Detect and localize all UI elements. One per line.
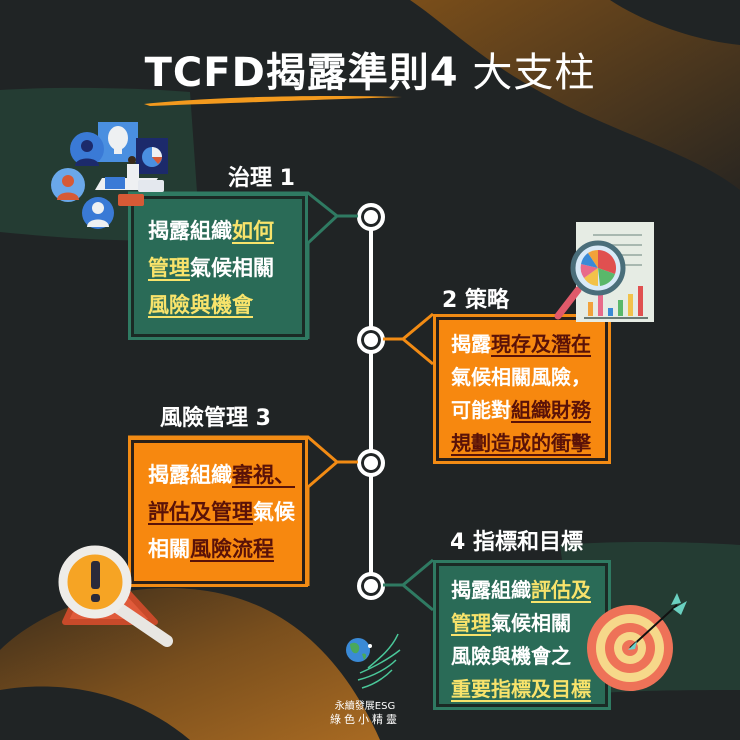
highlight-segment: 規劃造成的衝擊 [451,431,591,455]
highlight-segment: 評估及 [531,578,591,602]
page-title: TCFD揭露準則4 大支柱 [0,40,740,98]
text-segment: 揭露組織 [451,578,531,602]
timeline-node-4 [357,572,385,600]
pillar-2-line-1: 揭露現存及潛在 [451,328,593,361]
esg-logo-icon [346,633,401,689]
highlight-segment: 管理 [148,256,190,280]
pillar-2-line-3: 可能對組織財務 [451,394,593,427]
report-magnifier-icon [554,222,654,322]
title-light: 大支柱 [458,50,596,96]
text-segment: 揭露 [451,332,491,356]
highlight-segment: 如何 [232,219,274,243]
pillar-4-line-3: 風險與機會之 [451,640,593,673]
pillar-2-box: 揭露現存及潛在 氣候相關風險， 可能對組織財務 規劃造成的衝擊 [433,314,611,464]
text-segment: 可能對 [451,398,511,422]
pillar-3-line-1: 揭露組織審視、 [148,457,295,494]
text-segment: 氣候相關風險， [451,365,591,389]
highlight-segment: 重要指標及目標 [451,677,591,701]
pillar-3-label: 風險管理 3 [160,406,271,431]
governance-people-icon [51,122,168,229]
text-segment: 揭露組織 [148,219,232,243]
title-bold: TCFD揭露準則4 [144,50,459,96]
pillar-4-line-2: 管理氣候相關 [451,607,593,640]
pillar-4-box: 揭露組織評估及 管理氣候相關 風險與機會之 重要指標及目標 [433,560,611,710]
highlight-segment: 評估及管理 [148,500,253,524]
pillar-1-line-3: 風險與機會 [148,287,288,324]
pillar-3-box: 揭露組織審視、 評估及管理氣候 相關風險流程 [128,437,308,587]
highlight-segment: 組織財務 [511,398,591,422]
pillar-1-box: 揭露組織如何 管理氣候相關 風險與機會 [128,193,308,340]
pillar-4-line-4: 重要指標及目標 [451,673,593,706]
timeline-line [369,215,373,587]
warning-magnifier-icon [58,545,173,647]
highlight-segment: 風險流程 [190,537,274,561]
text-segment: 氣候相關 [190,256,274,280]
brush-underline-decoration [144,95,402,106]
text-segment: 風險與機會之 [451,644,571,668]
highlight-segment: 管理 [451,611,491,635]
text-segment: 氣候相關 [491,611,571,635]
text-segment: 氣候 [253,500,295,524]
pillar-2-line-4: 規劃造成的衝擊 [451,427,593,460]
target-arrow-icon [587,593,687,691]
pillar-4-label: 4 指標和目標 [450,530,583,555]
pillar-4-line-1: 揭露組織評估及 [451,574,593,607]
highlight-segment: 現存及潛在 [491,332,591,356]
timeline-node-1 [357,203,385,231]
timeline-node-3 [357,449,385,477]
timeline-node-2 [357,326,385,354]
logo-line-1: 永續發展ESG [334,701,396,712]
pillar-2-line-2: 氣候相關風險， [451,361,593,394]
highlight-segment: 審視、 [232,463,295,487]
text-segment: 揭露組織 [148,463,232,487]
highlight-segment: 風險與機會 [148,293,253,317]
text-segment: 相關 [148,537,190,561]
pillar-3-line-3: 相關風險流程 [148,531,288,568]
esg-logo-text: 永續發展ESG 綠色小精靈 [325,700,405,726]
pillar-2-label: 2 策略 [442,288,509,313]
pillar-1-label: 治理 1 [228,166,295,191]
pillar-3-line-2: 評估及管理氣候 [148,494,295,531]
logo-line-2: 綠色小精靈 [330,713,400,726]
pillar-1-line-1: 揭露組織如何 [148,213,288,250]
pillar-1-line-2: 管理氣候相關 [148,250,288,287]
